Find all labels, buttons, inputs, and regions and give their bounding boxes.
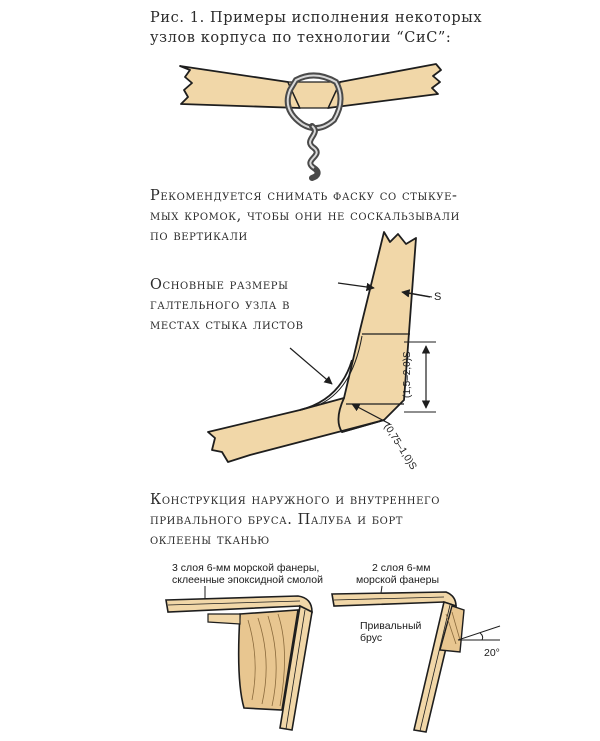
wire-stitch-joint: [179, 63, 442, 181]
caption-line: местах стыка листов: [150, 317, 304, 333]
inner-deck: [331, 591, 457, 608]
caption-line: по вертикали: [150, 228, 248, 244]
fillet-joint: S (1,5–2,0)S (0,75–1,0)S: [207, 231, 441, 472]
chamfer-caption: Рекомендуется снимать фаску со стыкуе- м…: [150, 186, 460, 246]
fillet-radius-label: (0,75–1,0)S: [381, 422, 418, 472]
angle-ray-1: [457, 625, 501, 641]
fillet-curve: [299, 359, 353, 411]
s-arrow-left: [337, 282, 375, 292]
figure-1-caption: Рис. 1. Примеры исполнения некоторых узл…: [150, 8, 482, 48]
fillet-pointer-arrow: [289, 347, 333, 385]
outer-plywood-label-1: 3 слоя 6-мм морской фанеры,: [172, 562, 319, 574]
caption-line: узлов корпуса по технологии “СиС”:: [150, 30, 452, 46]
outer-strake-grain: [247, 613, 285, 707]
s-label: S: [434, 291, 441, 303]
caption-line: галтельного узла в: [150, 297, 291, 313]
fillet-length-label: (1,5–2,0)S: [402, 351, 413, 398]
inner-strake-grain: [445, 611, 461, 645]
upright-panel: [335, 231, 417, 433]
inner-plywood-label-2: морской фанеры: [356, 574, 439, 586]
rubbing-strake-diagrams: 3 слоя 6-мм морской фанеры, склеенные эп…: [165, 562, 501, 733]
caption-line: мых кромок, чтобы они не соскальзывали: [150, 208, 460, 224]
rubbing-strake-caption: Конструкция наружного и внутреннего прив…: [150, 490, 440, 550]
strake-label-1: Привальный: [360, 620, 421, 632]
caption-line: Рис. 1. Примеры исполнения некоторых: [150, 10, 483, 26]
s-leader: [403, 291, 433, 298]
fillet-inner: [315, 335, 363, 407]
wire-loop-highlight: [286, 74, 342, 130]
right-panel: [327, 63, 442, 109]
outer-hull-layer: [285, 609, 306, 730]
bottom-panel: [207, 397, 385, 463]
angle-arc: [479, 632, 484, 641]
left-panel: [179, 65, 301, 109]
outer-plywood-label-2: склеенные эпоксидной смолой: [172, 574, 323, 586]
inner-plywood-label-1: 2 слоя 6-мм: [372, 562, 430, 574]
joint-fill: [287, 81, 341, 109]
dimensions-caption: Основные размеры галтельного узла в мест…: [150, 275, 304, 335]
inner-hull-layer: [419, 604, 451, 732]
radius-arrow: [351, 403, 391, 425]
caption-line: привального бруса. Палуба и борт: [150, 512, 404, 528]
caption-line: Конструкция наружного и внутреннего: [150, 492, 440, 508]
outer-deck-layer: [167, 600, 301, 606]
angle-label: 20°: [484, 647, 500, 659]
inner-deck-layer: [333, 596, 445, 601]
caption-line: Основные размеры: [150, 277, 289, 293]
wire-twist-highlight: [309, 125, 318, 169]
outer-under-deck: [207, 613, 241, 625]
strake-label-2: брус: [360, 632, 382, 644]
caption-line: оклеены тканью: [150, 532, 270, 548]
caption-line: Рекомендуется снимать фаску со стыкуе-: [150, 188, 458, 204]
